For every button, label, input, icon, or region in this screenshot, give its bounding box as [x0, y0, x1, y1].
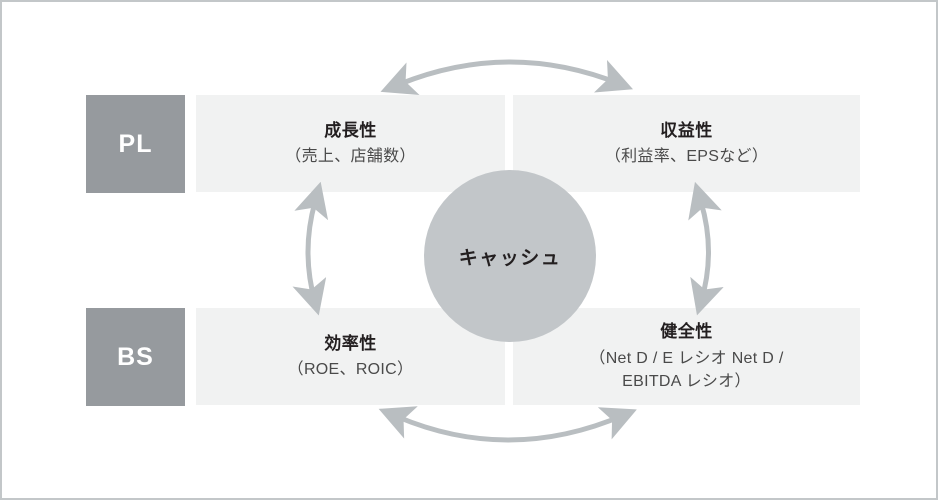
quadrant-efficiency-subtitle: （ROE、ROIC）: [287, 361, 414, 379]
quadrant-profitability-subtitle: （利益率、EPSなど）: [604, 148, 769, 166]
quadrant-soundness-title: 健全性: [660, 321, 713, 341]
row-label-bs-text: BS: [117, 342, 154, 371]
quadrant-soundness: 健全性 （Net D / E レシオ Net D / EBITDA レシオ）: [513, 308, 860, 405]
efficiency-soundness-arrow: [378, 406, 637, 443]
growth-efficiency-arrow: [292, 181, 329, 316]
center-cash-circle: キャッシュ: [424, 170, 596, 342]
quadrant-efficiency-title: 効率性: [324, 333, 377, 353]
row-label-pl-text: PL: [118, 129, 153, 158]
growth-profitability-arrow: [380, 59, 634, 96]
quadrant-soundness-subtitle: （Net D / E レシオ Net D / EBITDA レシオ）: [589, 349, 784, 390]
quadrant-efficiency: 効率性 （ROE、ROIC）: [196, 308, 505, 405]
center-cash-label: キャッシュ: [458, 247, 562, 269]
quadrant-growth-title: 成長性: [324, 120, 377, 140]
profitability-soundness-arrow: [688, 181, 724, 316]
quadrant-profitability: 収益性 （利益率、EPSなど）: [513, 95, 860, 192]
row-label-bs: BS: [86, 308, 185, 406]
quadrant-growth-subtitle: （売上、店舗数）: [285, 148, 416, 166]
quadrant-profitability-title: 収益性: [660, 120, 713, 140]
row-label-pl: PL: [86, 95, 185, 193]
quadrant-growth: 成長性 （売上、店舗数）: [196, 95, 505, 192]
